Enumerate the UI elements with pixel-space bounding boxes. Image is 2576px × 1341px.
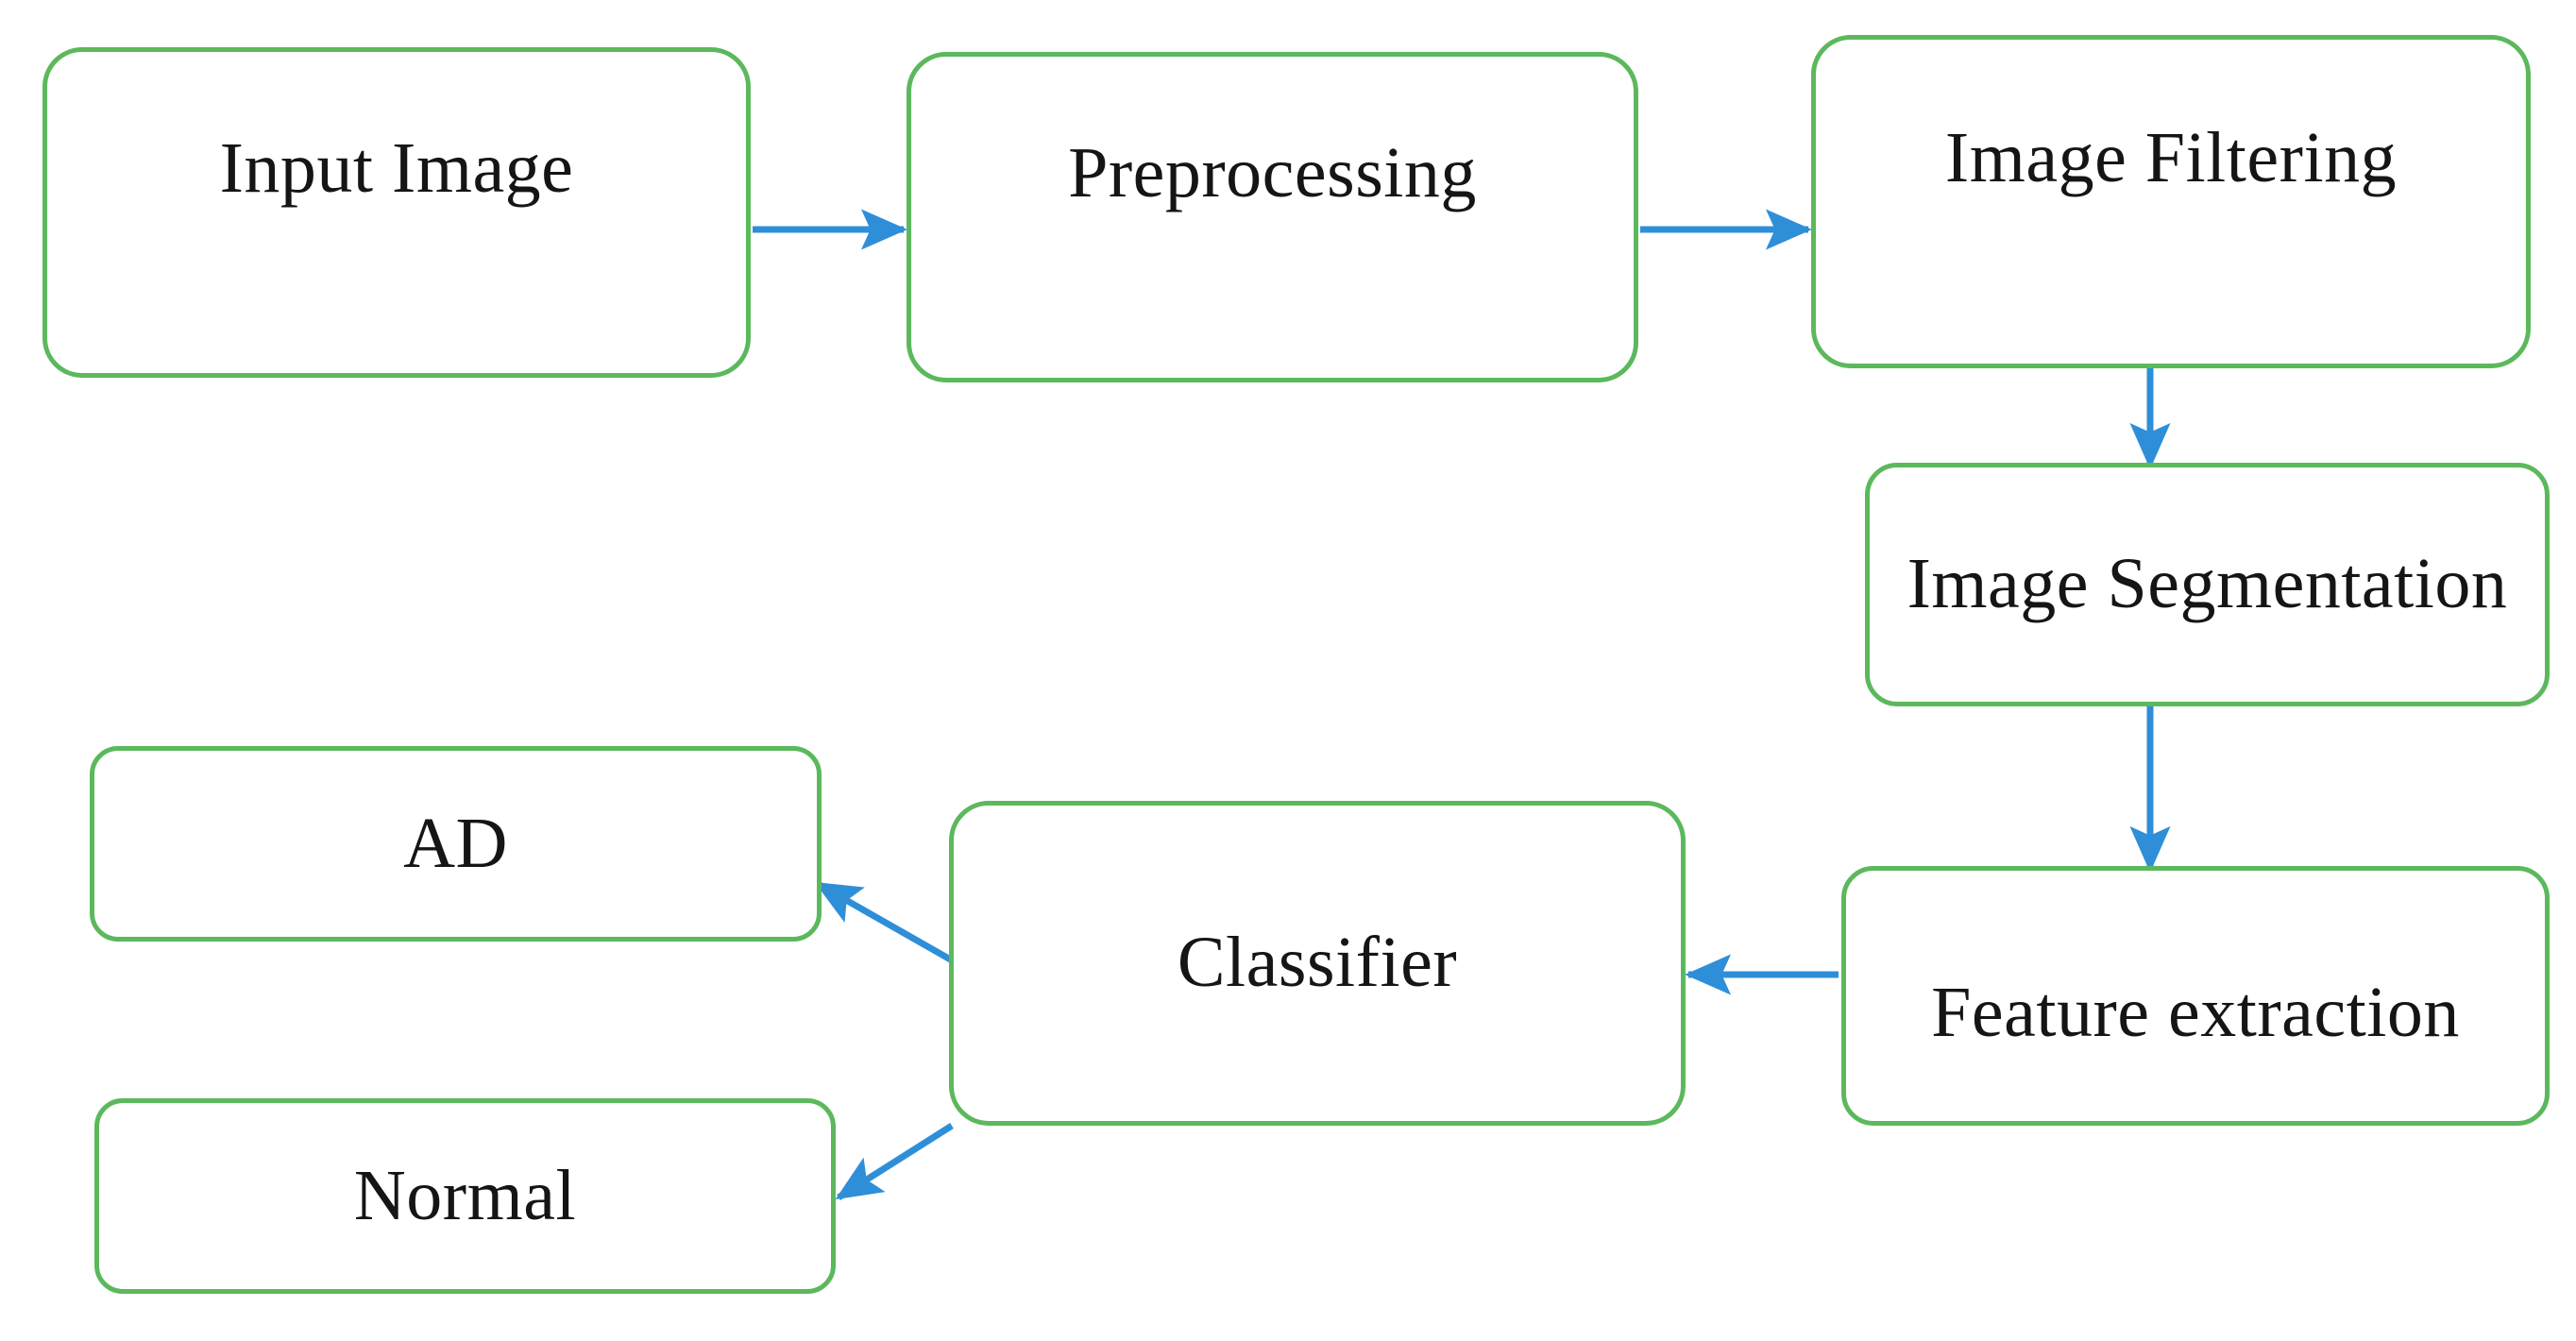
node-classifier-label: Classifier bbox=[1177, 923, 1458, 1003]
node-image-filtering-label: Image Filtering bbox=[1944, 117, 2398, 197]
node-feature-extraction[interactable]: Feature extraction bbox=[1841, 866, 2550, 1126]
node-image-segmentation[interactable]: Image Segmentation bbox=[1865, 463, 2550, 706]
node-preprocessing[interactable]: Preprocessing bbox=[907, 52, 1638, 382]
node-classifier[interactable]: Classifier bbox=[949, 801, 1686, 1126]
node-feature-extraction-label: Feature extraction bbox=[1931, 972, 2460, 1052]
node-image-segmentation-label: Image Segmentation bbox=[1907, 544, 2508, 624]
node-preprocessing-label: Preprocessing bbox=[1068, 133, 1477, 213]
node-input-image[interactable]: Input Image bbox=[42, 47, 751, 378]
edge-classifier-to-ad bbox=[814, 880, 956, 965]
node-ad-label: AD bbox=[403, 803, 508, 883]
edge-classifier-to-normal bbox=[835, 1123, 954, 1200]
node-image-filtering[interactable]: Image Filtering bbox=[1811, 35, 2531, 368]
node-normal-label: Normal bbox=[353, 1155, 577, 1235]
node-normal[interactable]: Normal bbox=[94, 1098, 836, 1294]
node-ad[interactable]: AD bbox=[90, 746, 822, 942]
node-input-image-label: Input Image bbox=[219, 128, 574, 209]
